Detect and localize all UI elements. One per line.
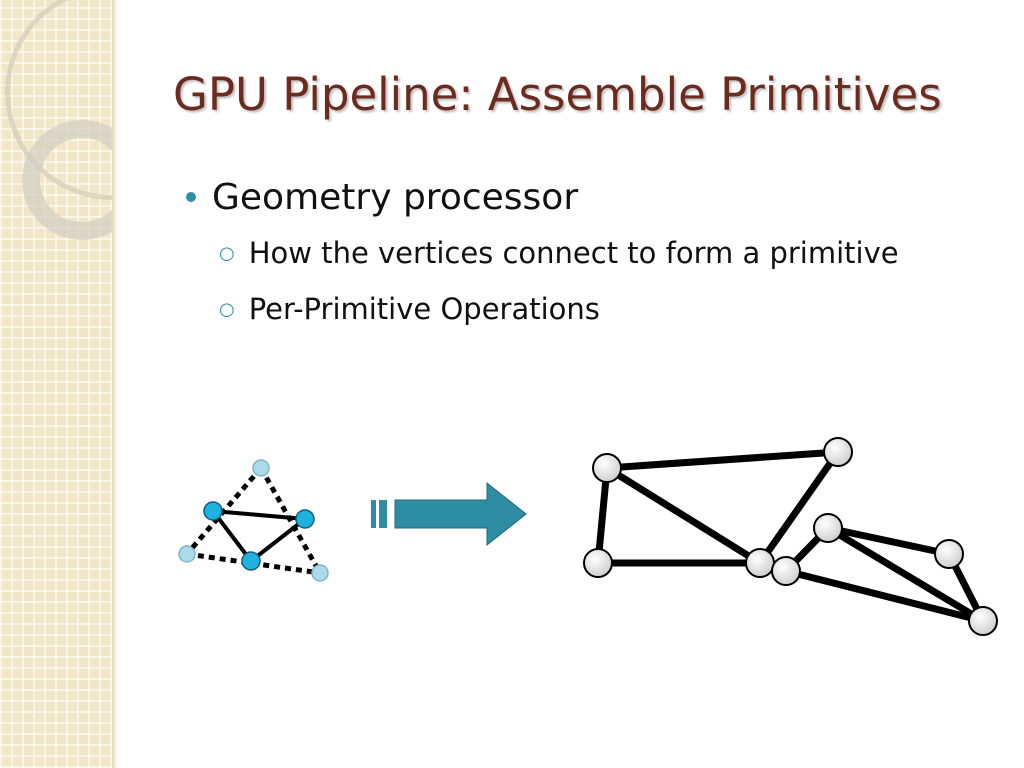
sub-bullet-item: ○ How the vertices connect to form a pri…: [219, 236, 899, 270]
bullet-list: Geometry processor ○ How the vertices co…: [186, 172, 899, 326]
graph-edge: [757, 449, 841, 566]
solid-edge: [211, 509, 253, 563]
bullet-dot-icon: [186, 192, 196, 202]
graph-edge: [594, 467, 611, 564]
sub-bullet-circle-icon: ○: [219, 242, 235, 264]
graph-vertex: [968, 606, 998, 636]
sub-bullet-text: Per-Primitive Operations: [248, 292, 600, 326]
graph-vertex: [823, 437, 853, 467]
vertex: [295, 509, 315, 529]
solid-edge: [249, 517, 307, 563]
graph-vertex: [592, 453, 622, 483]
faded-vertex: [252, 459, 270, 477]
graph-vertex: [934, 539, 964, 569]
arrow-body: [394, 481, 527, 547]
graph-vertex: [813, 513, 843, 543]
bullet-item: Geometry processor: [186, 172, 578, 222]
decorative-side-band: [0, 0, 112, 768]
slide-title: GPU Pipeline: Assemble Primitives: [173, 68, 942, 121]
graph-edge: [785, 567, 984, 625]
sub-bullet-circle-icon: ○: [219, 298, 235, 320]
assembled-primitives-diagram: [583, 437, 998, 636]
dashed-edge: [258, 466, 323, 575]
graph-edge: [827, 524, 950, 558]
faded-vertex: [311, 564, 329, 582]
faded-vertex: [178, 545, 196, 563]
vertex: [241, 551, 261, 571]
vertex-triangle-diagram: [178, 459, 329, 582]
solid-edge: [212, 509, 306, 521]
graph-edge: [826, 524, 985, 625]
sub-bullet-text: How the vertices connect to form a primi…: [248, 236, 899, 270]
bullet-text: Geometry processor: [212, 176, 579, 218]
graph-vertex: [583, 548, 613, 578]
right-arrow-icon: [371, 481, 527, 547]
graph-edge: [605, 465, 762, 566]
arrow-stripe: [371, 500, 376, 528]
sub-bullet-item: ○ Per-Primitive Operations: [219, 292, 600, 326]
graph-vertex: [771, 556, 801, 586]
graph-vertex: [745, 548, 775, 578]
vertex: [203, 501, 223, 521]
side-band-edge: [112, 0, 118, 768]
graph-edge: [606, 448, 839, 472]
arrow-stripe: [379, 500, 387, 528]
